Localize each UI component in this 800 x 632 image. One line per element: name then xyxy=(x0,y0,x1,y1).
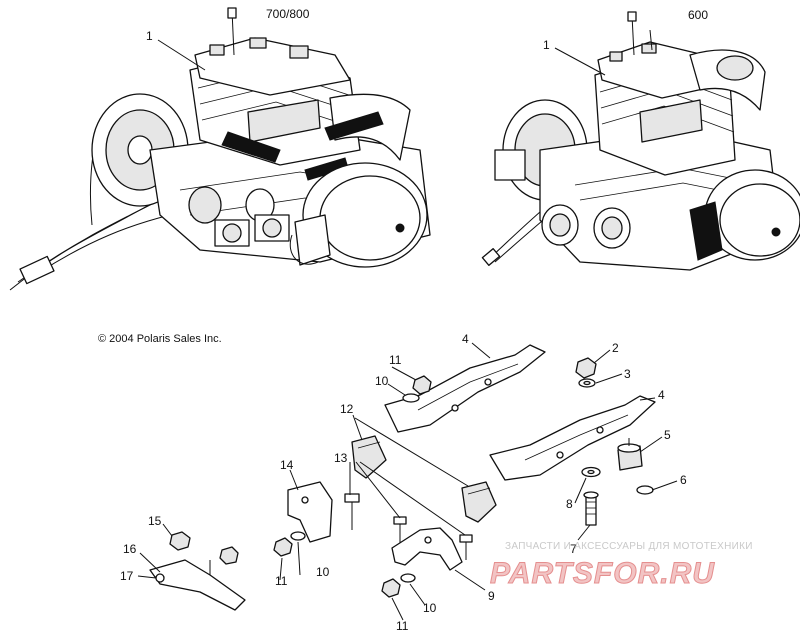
callout-1-left: 1 xyxy=(146,29,153,43)
callout-numbers: 1 1 2 3 4 4 5 6 7 8 9 10 10 10 11 11 11 … xyxy=(120,29,687,632)
engine-700-800-illustration xyxy=(9,7,431,291)
callout-6: 6 xyxy=(680,473,687,487)
callout-10-bottom: 10 xyxy=(423,601,437,615)
engine-label-700-800: 700/800 xyxy=(266,7,310,21)
engine-label-600: 600 xyxy=(688,8,708,22)
callout-3: 3 xyxy=(624,367,631,381)
callout-11-upper: 11 xyxy=(389,353,402,367)
callout-9: 9 xyxy=(488,589,495,603)
watermark-caption: ЗАПЧАСТИ И АКСЕССУАРЫ ДЛЯ МОТОТЕХНИКИ xyxy=(505,541,753,552)
watermark-logo: PARTSFOR.RU xyxy=(490,557,715,590)
callout-7: 7 xyxy=(570,542,577,556)
callout-4-lower: 4 xyxy=(658,388,665,402)
callout-17: 17 xyxy=(120,569,134,583)
callout-15: 15 xyxy=(148,514,162,528)
callout-8: 8 xyxy=(566,497,573,511)
callout-11-bottom: 11 xyxy=(396,619,409,632)
callout-11-middle: 11 xyxy=(275,574,288,588)
mount-hardware-parts xyxy=(149,344,656,611)
callout-12: 12 xyxy=(340,402,354,416)
copyright-notice: © 2004 Polaris Sales Inc. xyxy=(98,333,222,345)
callout-2: 2 xyxy=(612,341,619,355)
callout-10-upper: 10 xyxy=(375,374,389,388)
watermark: ЗАПЧАСТИ И АКСЕССУАРЫ ДЛЯ МОТОТЕХНИКИ PA… xyxy=(490,541,753,591)
callout-14: 14 xyxy=(280,458,294,472)
callout-13: 13 xyxy=(334,451,348,465)
callout-10-middle: 10 xyxy=(316,565,330,579)
callout-4-upper: 4 xyxy=(462,332,469,346)
engine-600-illustration xyxy=(481,11,800,271)
callout-5: 5 xyxy=(664,428,671,442)
callout-1-right: 1 xyxy=(543,38,550,52)
callout-16: 16 xyxy=(123,542,137,556)
callout-leader-lines xyxy=(137,39,678,621)
